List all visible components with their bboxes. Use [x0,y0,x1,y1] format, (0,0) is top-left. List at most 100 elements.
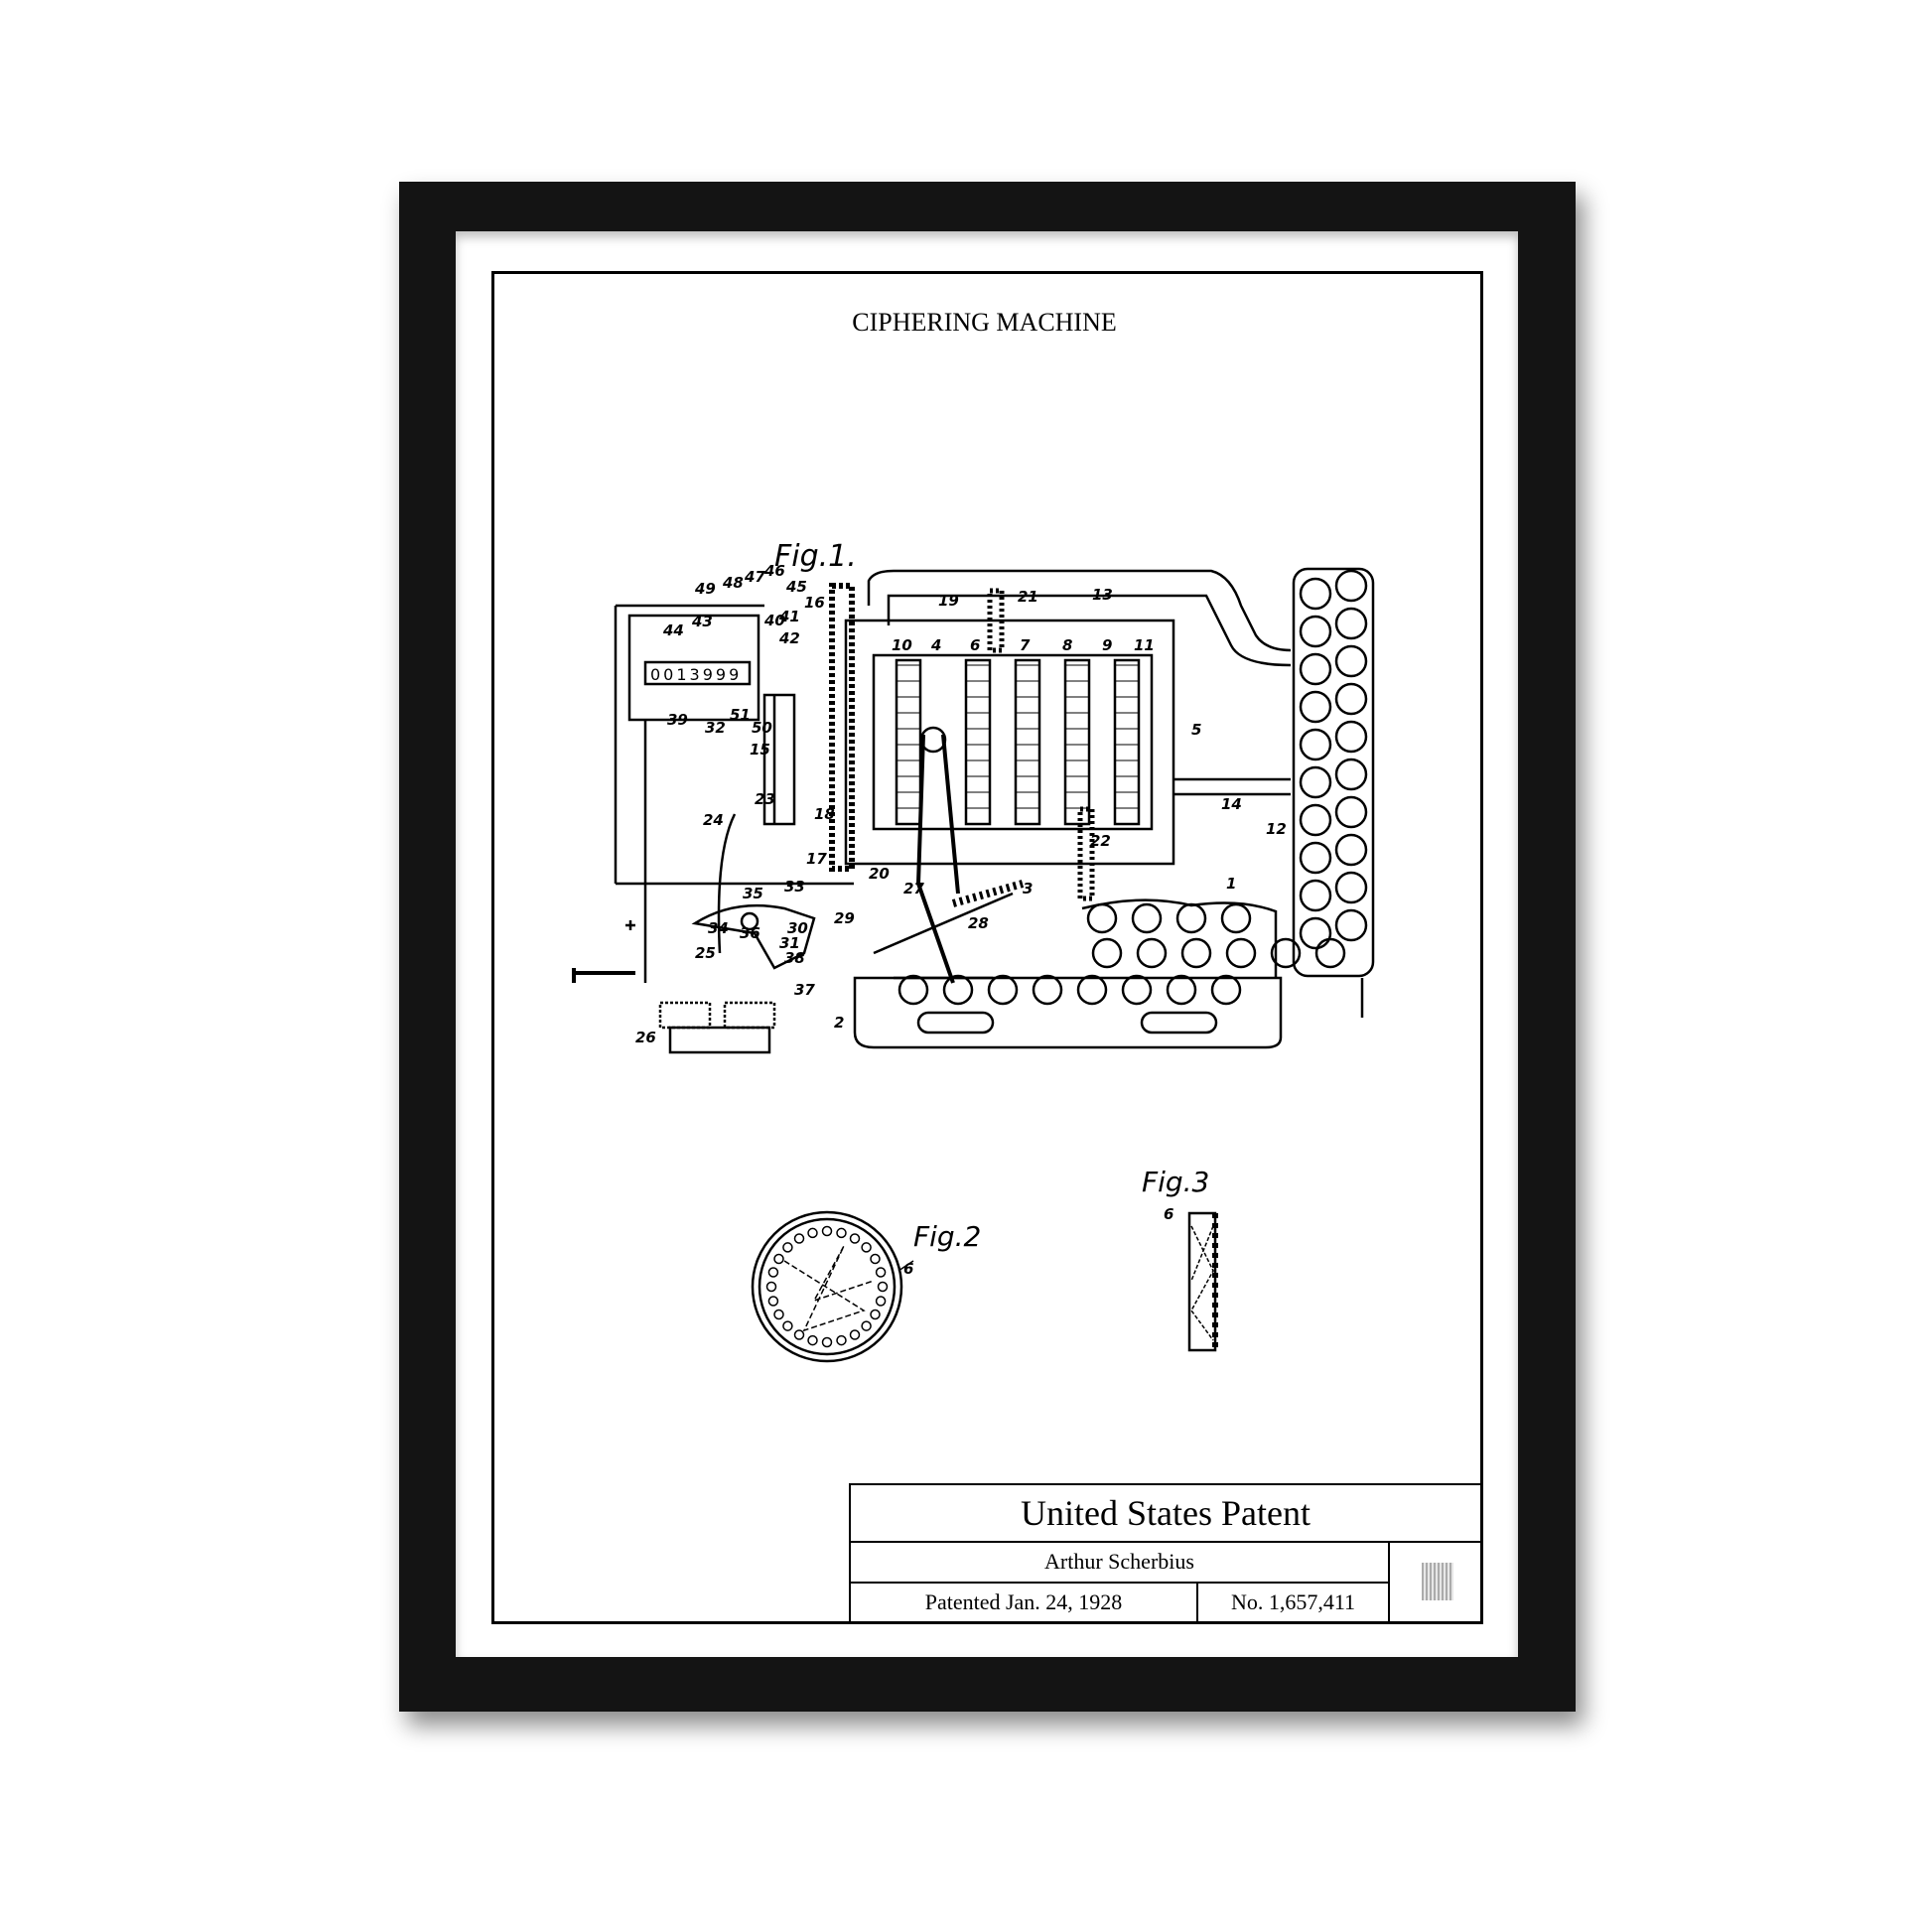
key [1220,902,1252,934]
fig1-machine: 0013999 [572,567,1375,1054]
reference-numeral: 45 [785,578,807,596]
lamp [1299,690,1332,724]
reference-numeral: 6 [970,636,980,654]
lamp [1299,803,1332,837]
reference-numeral: 13 [1092,586,1113,604]
contact-hole [821,1225,833,1237]
reference-numeral: 46 [763,562,785,580]
contact-hole [836,1334,847,1346]
contact-hole [773,1309,784,1320]
lamp [1299,577,1332,611]
key [1166,974,1197,1006]
lamp [1334,833,1368,867]
lamp [1299,728,1332,761]
rotor [895,658,922,826]
contact-hole [875,1296,887,1307]
reference-numeral: 8 [1062,636,1072,654]
reference-numeral: 15 [750,741,770,759]
lamp [1299,615,1332,648]
lamp [1299,765,1332,799]
lamp [1334,720,1368,754]
reference-numeral: 28 [968,914,989,932]
contact-hole [861,1320,872,1331]
qr-code-cell [1388,1541,1482,1623]
title-block: United States Patent Arthur Scherbius Pa… [849,1483,1482,1623]
key [1314,937,1346,969]
fig1-label: Fig.1. [774,539,857,574]
rotor [964,658,992,826]
lamp [1299,916,1332,950]
counter-digits: 0013999 [650,665,742,684]
reference-numeral: 43 [691,613,713,630]
reference-numeral: 32 [705,719,726,737]
reference-numeral: 3 [1023,880,1033,897]
reference-numeral: 29 [834,909,855,927]
reference-numeral: 25 [695,944,716,962]
reference-numeral: 35 [743,885,763,902]
key [1032,974,1063,1006]
reference-numeral: 20 [869,865,890,883]
reference-numeral: 40 [763,612,785,629]
reference-numeral: 17 [806,850,827,868]
contact-hole [773,1253,784,1265]
key [1175,902,1207,934]
contact-hole [793,1233,805,1244]
lamp [1334,758,1368,791]
reference-numeral: 9 [1102,636,1112,654]
contact-hole [807,1227,818,1239]
contact-hole [870,1309,881,1320]
contact-hole [870,1253,881,1265]
reference-numeral: 12 [1266,820,1287,838]
key [942,974,974,1006]
lamp [1334,682,1368,716]
reference-numeral: 42 [778,629,800,647]
contact-hole [767,1267,779,1278]
reference-numeral: 2 [834,1014,844,1032]
key [1270,937,1302,969]
contact-hole [782,1242,793,1253]
reference-numeral: 24 [703,811,724,829]
contact-hole [875,1267,887,1278]
reference-numeral: 5 [1191,721,1201,739]
contact-hole [765,1281,777,1293]
reference-numeral: 33 [784,878,805,896]
reference-numeral: 10 [892,636,912,654]
patent-heading: United States Patent [851,1485,1480,1543]
reference-numeral: 47 [744,568,765,586]
reference-numeral: 27 [903,880,924,897]
reference-numeral: 48 [722,574,744,592]
key [1225,937,1257,969]
reference-numeral: 30 [787,919,808,937]
reference-numeral: 6 [1164,1205,1173,1223]
reference-numeral: 22 [1090,832,1111,850]
reference-numeral: 6 [903,1260,913,1278]
lamp [1334,644,1368,678]
contact-hole [782,1320,793,1331]
rotor [1063,658,1091,826]
lamp [1334,871,1368,904]
reference-numeral: 26 [635,1029,656,1046]
key [1121,974,1153,1006]
reference-numeral: 18 [814,805,835,823]
key [1131,902,1163,934]
reference-numeral: 39 [667,711,688,729]
reference-numeral: 34 [708,919,729,937]
key [1091,937,1123,969]
reference-numeral: 44 [662,621,684,639]
reference-numeral: 16 [804,594,825,612]
reference-numeral: 51 [730,706,751,724]
reference-numeral: 11 [1134,636,1155,654]
reference-numeral: 31 [779,934,800,952]
key [987,974,1019,1006]
reference-numeral: 4 [930,636,941,654]
contact-hole [793,1329,805,1340]
lamp [1299,879,1332,912]
rotor [1014,658,1041,826]
patent-number: No. 1,657,411 [1230,1589,1356,1614]
contact-hole [861,1242,872,1253]
key [1086,902,1118,934]
qr-code-icon [1422,1563,1453,1600]
lamp [1299,841,1332,875]
key [897,974,929,1006]
reference-numeral: 49 [694,580,716,598]
